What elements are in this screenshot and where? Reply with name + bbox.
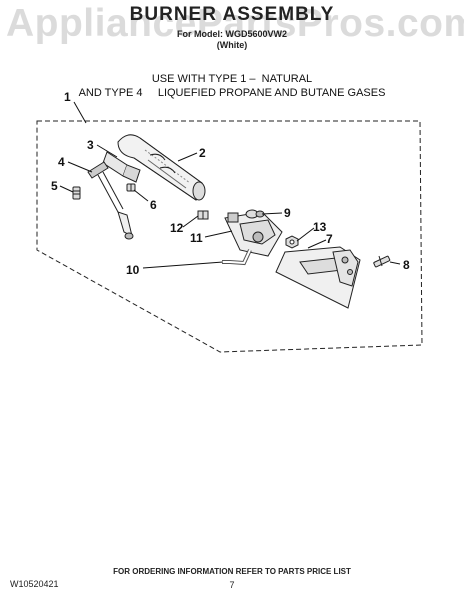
burner-tube <box>117 134 206 201</box>
callout-9: 9 <box>284 206 291 220</box>
callout-11: 11 <box>190 231 203 245</box>
igniter-bracket <box>102 151 141 183</box>
callout-10: 10 <box>126 263 140 277</box>
screw-part-5 <box>72 186 81 200</box>
screw-part-6 <box>126 183 136 192</box>
mounting-bracket <box>275 246 361 309</box>
screw-part-8 <box>373 255 391 268</box>
callout-8: 8 <box>403 258 410 272</box>
igniter <box>87 161 134 240</box>
callout-7: 7 <box>326 232 333 246</box>
page-title: BURNER ASSEMBLY <box>129 4 335 25</box>
callout-1: 1 <box>64 90 71 104</box>
callout-2: 2 <box>199 146 206 160</box>
fitting-part-9 <box>245 209 265 219</box>
page-number: 7 <box>229 580 235 590</box>
callout-5: 5 <box>51 179 58 193</box>
model-subtitle: For Model: WGD5600VW2 <box>176 29 287 39</box>
fitting-part-12 <box>197 210 209 220</box>
callout-6: 6 <box>150 198 157 212</box>
assembly-boundary <box>36 120 423 353</box>
nut-part-13 <box>285 235 299 249</box>
leader-lines <box>59 101 401 269</box>
callout-4: 4 <box>58 155 65 169</box>
callout-12: 12 <box>170 221 184 235</box>
usage-line-1: USE WITH TYPE 1 – NATURAL <box>151 73 313 85</box>
watermark: AppliancePartsPros.com <box>6 2 464 45</box>
document-number: W10520421 <box>10 579 59 589</box>
gas-valve <box>222 211 283 266</box>
model-color: (White) <box>216 40 248 50</box>
callout-3: 3 <box>87 138 94 152</box>
ordering-info: FOR ORDERING INFORMATION REFER TO PARTS … <box>113 567 351 576</box>
callout-13: 13 <box>313 220 327 234</box>
usage-line-2: AND TYPE 4 LIQUEFIED PROPANE AND BUTANE … <box>78 87 386 99</box>
